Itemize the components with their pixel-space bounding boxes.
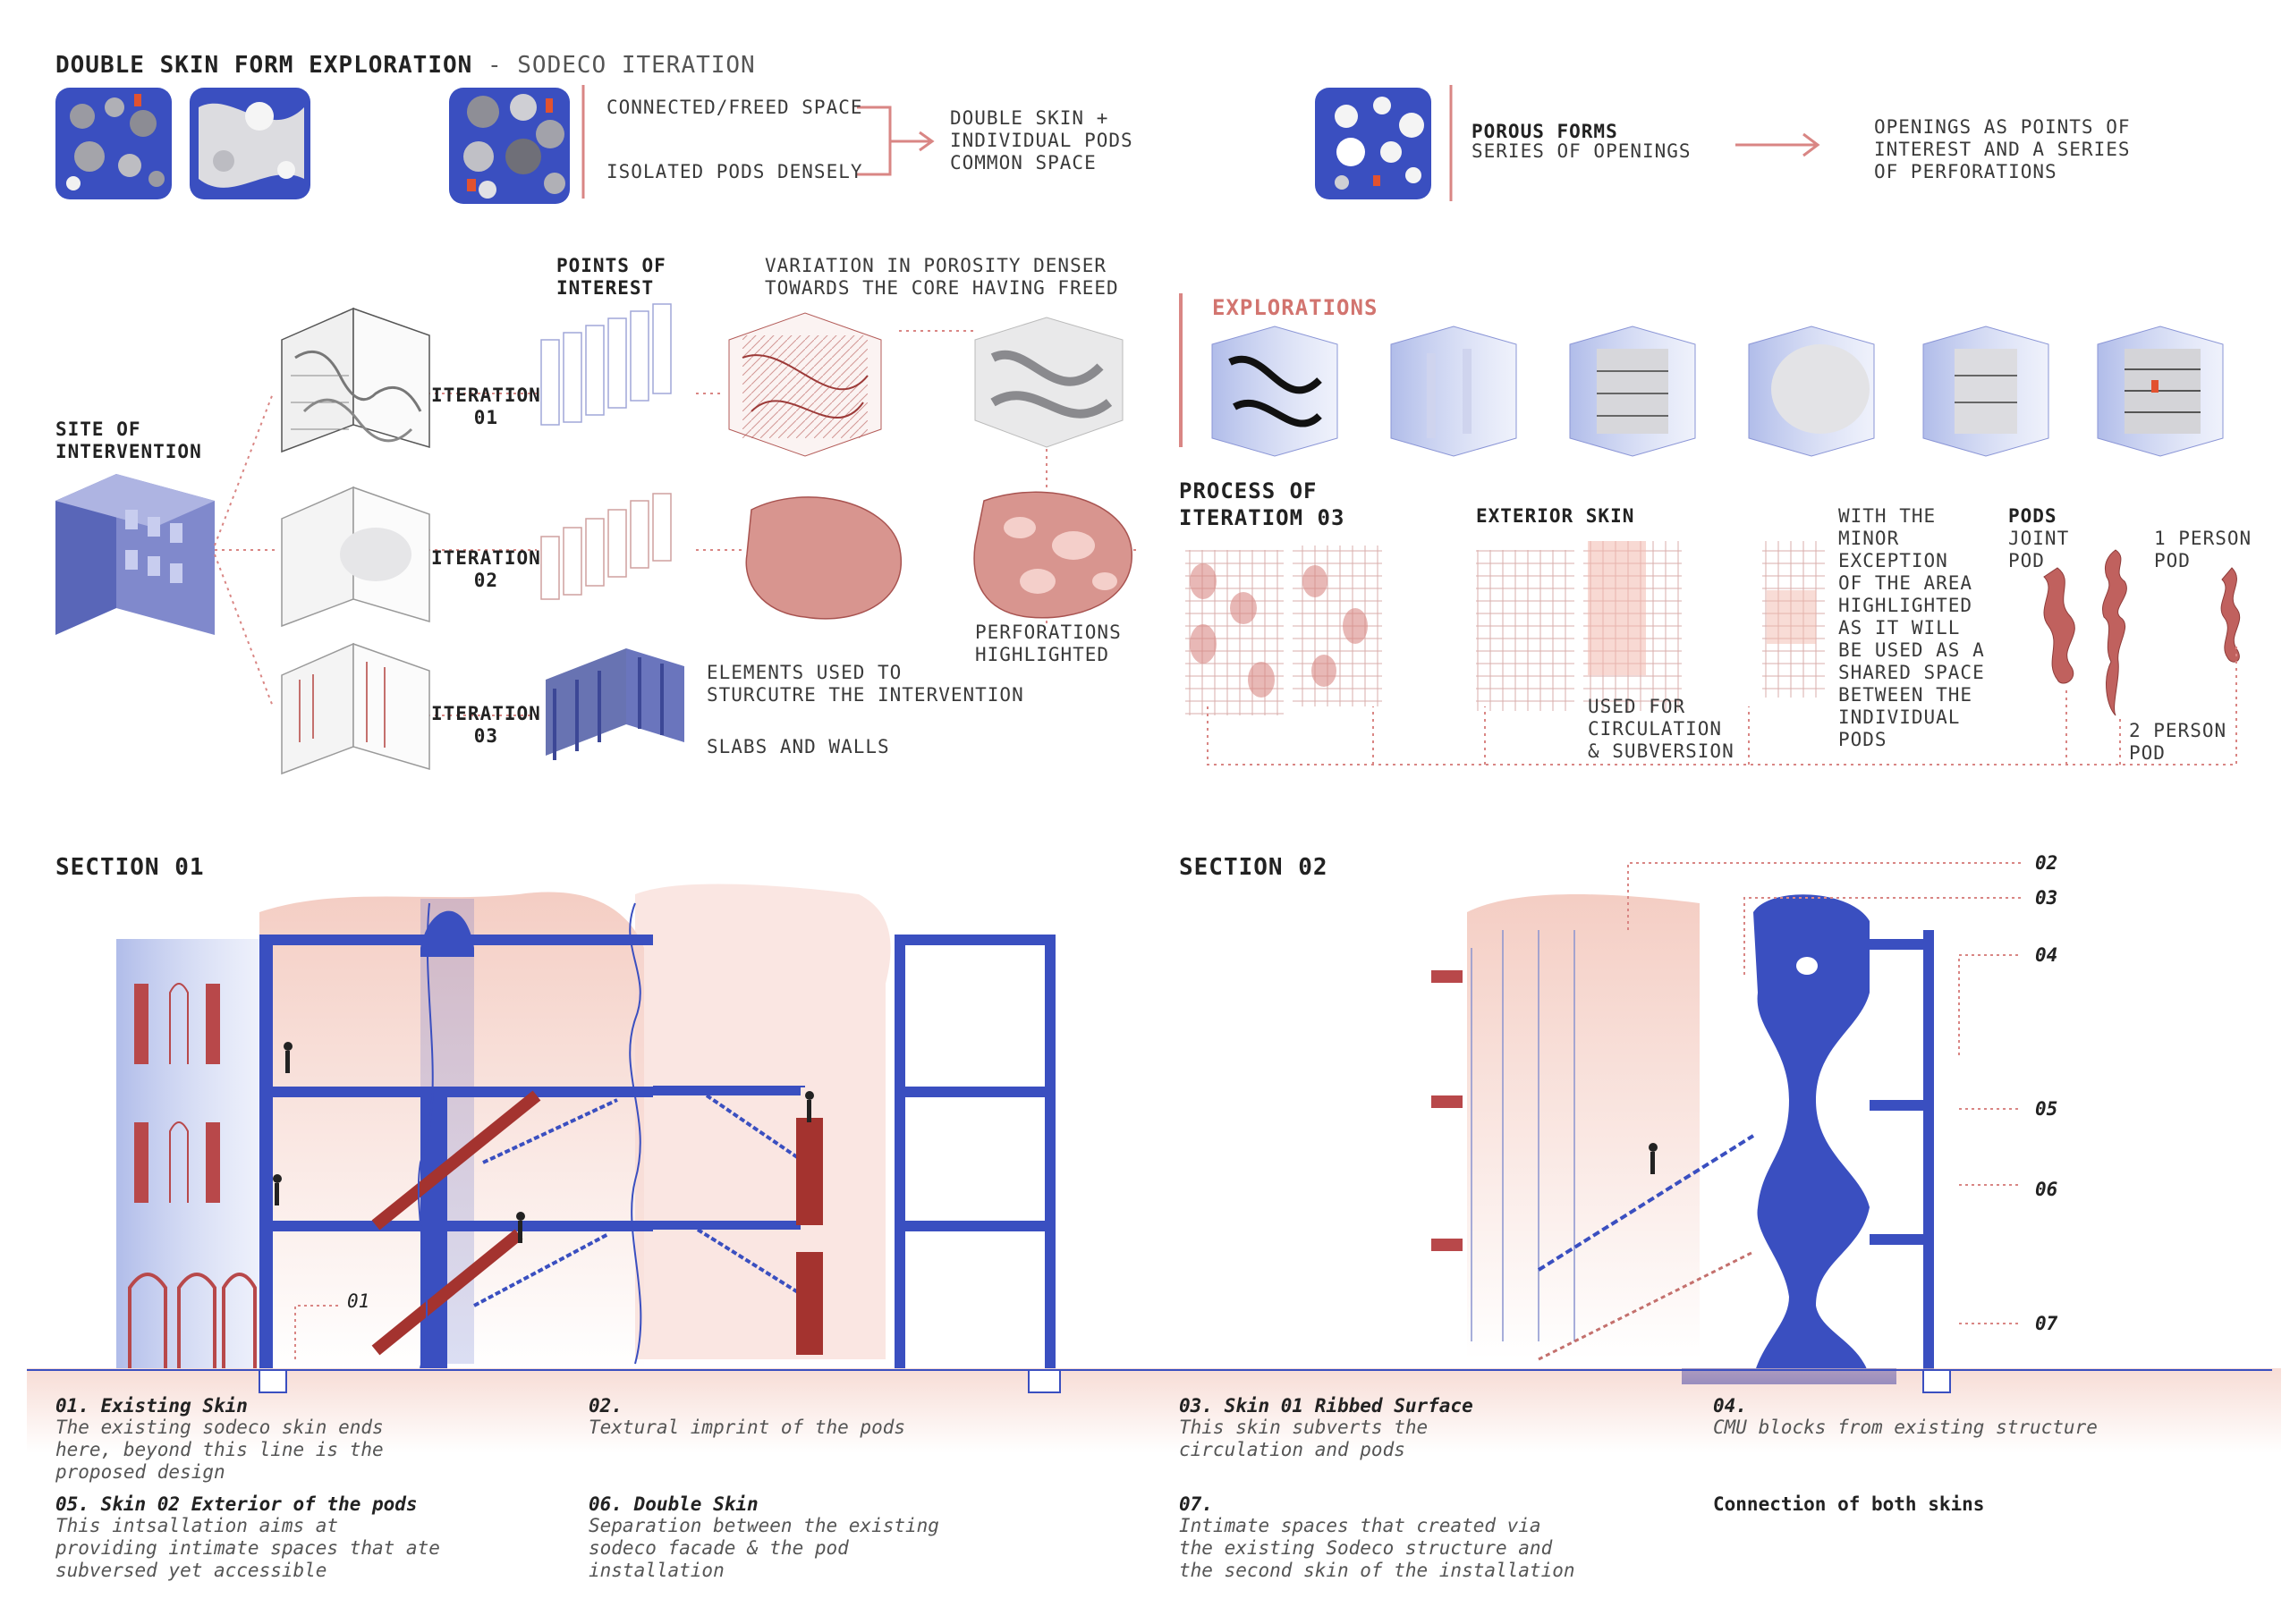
label-isolated: ISOLATED PODS DENSELY [606, 161, 863, 182]
label-two-person-pod: 2 PERSON POD [2129, 720, 2227, 764]
caption-05: 05. Skin 02 Exterior of the pods This in… [55, 1493, 440, 1582]
caption-06: 06. Double Skin Separation between the e… [589, 1493, 939, 1582]
caption-04-title: 04. [1713, 1395, 1747, 1417]
porosity-cube [728, 312, 882, 457]
caption-01-body: The existing sodeco skin ends here, beyo… [55, 1417, 384, 1483]
label-iteration-01: ITERATION 01 [431, 385, 541, 428]
caption-03-title: 03. Skin 01 Ribbed Surface [1179, 1395, 1473, 1417]
section-tag-02: 02 [2035, 852, 2058, 874]
section-01-drawing [116, 884, 1056, 1369]
label-porous-sub: SERIES OF OPENINGS [1472, 140, 1692, 162]
iteration-02-blob [745, 496, 902, 620]
porous-tile-4 [1315, 88, 1431, 199]
section-tag-03: 03 [2035, 887, 2058, 909]
label-perforations: PERFORATIONS HIGHLIGHTED [975, 622, 1122, 665]
label-site: SITE OF INTERVENTION [55, 419, 202, 462]
section-tag-05: 05 [2035, 1098, 2058, 1120]
iteration-03-model [281, 642, 430, 775]
process-connector [1207, 644, 2237, 765]
caption-01: 01. Existing Skin The existing sodeco sk… [55, 1395, 384, 1484]
explorations-title: EXPLORATIONS [1212, 295, 1378, 320]
caption-07-body: Intimate spaces that created via the exi… [1179, 1515, 1575, 1581]
label-variation: VARIATION IN POROSITY DENSER TOWARDS THE… [765, 255, 1119, 299]
points-of-interest-grid-2 [540, 493, 672, 600]
label-iteration-03: ITERATION 03 [431, 703, 541, 747]
caption-05-title: 05. Skin 02 Exterior of the pods [55, 1493, 418, 1515]
label-result: DOUBLE SKIN + INDIVIDUAL PODS COMMON SPA… [950, 107, 1133, 173]
label-iteration-02: ITERATION 02 [431, 547, 541, 591]
section-tag-01: 01 [347, 1290, 370, 1312]
label-circulation: USED FOR CIRCULATION & SUBVERSION [1588, 696, 1734, 762]
porous-tile-3 [449, 88, 570, 204]
porous-tile-2 [190, 88, 310, 199]
iteration-01-model [281, 307, 430, 453]
caption-01-title: 01. Existing Skin [55, 1395, 248, 1417]
footings [259, 1369, 1951, 1393]
label-exception: WITH THE MINOR EXCEPTION OF THE AREA HIG… [1838, 505, 1985, 750]
section-02-title: SECTION 02 [1179, 854, 1328, 881]
label-pods: PODS [2008, 505, 2057, 527]
site-block [55, 474, 215, 635]
label-elements: ELEMENTS USED TO STURCUTRE THE INTERVENT… [707, 662, 1024, 706]
process-models [1185, 541, 1825, 715]
label-slabs: SLABS AND WALLS [707, 736, 890, 757]
section-tag-04: 04 [2035, 944, 2058, 966]
caption-06-body: Separation between the existing sodeco f… [589, 1515, 939, 1581]
title-main: DOUBLE SKIN FORM EXPLORATION [55, 52, 473, 79]
iteration-02-model [281, 486, 430, 628]
slabs-and-walls [546, 648, 684, 760]
iteration-01-result [974, 317, 1124, 448]
page-title: DOUBLE SKIN FORM EXPLORATION - SODECO IT… [55, 52, 756, 79]
porous-tile-1 [55, 88, 172, 199]
caption-04-body: CMU blocks from existing structure [1713, 1417, 2098, 1438]
caption-05-body: This intsallation aims at providing inti… [55, 1515, 440, 1581]
section-02-drawing [1431, 862, 2022, 1384]
caption-04: 04. CMU blocks from existing structure [1713, 1395, 2098, 1439]
label-openings: OPENINGS AS POINTS OF INTEREST AND A SER… [1874, 116, 2131, 182]
process-title: PROCESS OF ITERATIOM 03 [1179, 478, 1345, 530]
caption-connection-title: Connection of both skins [1713, 1493, 1985, 1515]
caption-02-title: 02. [589, 1395, 623, 1417]
label-exterior-skin: EXTERIOR SKIN [1476, 505, 1635, 527]
caption-07: 07. Intimate spaces that created via the… [1179, 1493, 1575, 1582]
title-sub: - SODECO ITERATION [472, 52, 756, 79]
pod-shapes [2043, 549, 2241, 716]
ground-wash [27, 1368, 2281, 1453]
points-of-interest-grid-1 [540, 303, 672, 426]
label-joint-pod: JOINT POD [2008, 528, 2070, 571]
exploration-thumbs [1211, 326, 2224, 457]
perforated-blob [973, 491, 1132, 619]
caption-07-title: 07. [1179, 1493, 1213, 1515]
label-one-person-pod: 1 PERSON POD [2154, 528, 2252, 571]
label-porous-title: POROUS FORMS [1472, 121, 1618, 142]
caption-03: 03. Skin 01 Ribbed Surface This skin sub… [1179, 1395, 1473, 1461]
section-tag-06: 06 [2035, 1179, 2058, 1200]
section-tag-07: 07 [2035, 1313, 2058, 1334]
label-points-of-interest: POINTS OF INTEREST [556, 255, 666, 299]
section-01-title: SECTION 01 [55, 854, 205, 881]
caption-03-body: This skin subverts the circulation and p… [1179, 1417, 1429, 1460]
caption-02-body: Textural imprint of the pods [589, 1417, 906, 1438]
label-connected: CONNECTED/FREED SPACE [606, 97, 863, 118]
caption-connection: Connection of both skins [1713, 1493, 1984, 1515]
caption-06-title: 06. Double Skin [589, 1493, 759, 1515]
caption-02: 02. Textural imprint of the pods [589, 1395, 905, 1439]
